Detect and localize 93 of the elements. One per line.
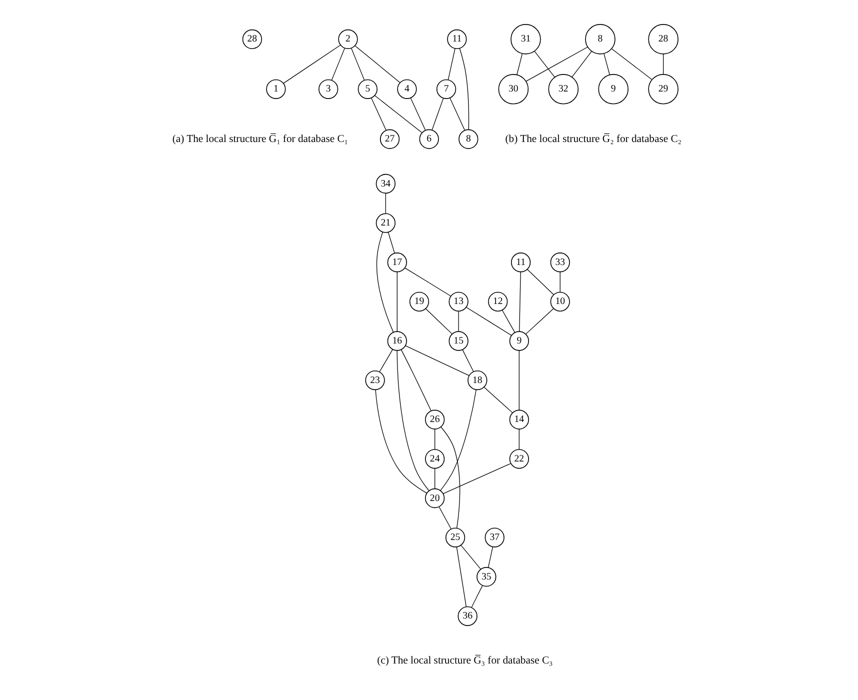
node-circle: 18 <box>467 370 487 390</box>
node-circle: 28 <box>242 29 262 50</box>
node-circle: 33 <box>550 252 570 272</box>
connector <box>483 387 512 414</box>
connector <box>384 192 386 214</box>
node-circle: 12 <box>488 292 508 312</box>
connector <box>396 350 429 492</box>
connector <box>438 506 451 530</box>
connector <box>571 50 592 78</box>
node-circle: 8 <box>584 24 615 54</box>
connector <box>559 272 560 292</box>
connector <box>282 44 340 84</box>
connector <box>378 349 392 372</box>
connector <box>526 269 554 295</box>
connector <box>487 546 493 568</box>
connector <box>396 272 397 332</box>
label: (a) The local structure G̅₁ for database C₁ <box>172 134 348 145</box>
connector <box>434 428 435 450</box>
connector <box>374 389 427 494</box>
connector <box>470 585 482 608</box>
node-circle: 32 <box>548 74 578 104</box>
node-circle: 16 <box>386 331 406 351</box>
node-circle: 14 <box>508 410 528 430</box>
node-circle: 28 <box>648 24 678 54</box>
node-circle: 9 <box>598 74 628 104</box>
node-circle: 3 <box>318 79 338 99</box>
connector <box>370 98 386 130</box>
node-circle: 5 <box>357 79 377 99</box>
connector <box>662 54 664 75</box>
connector <box>449 98 464 130</box>
connector <box>524 308 554 334</box>
connector <box>424 308 452 334</box>
connector <box>404 345 469 376</box>
node-circle: 8 <box>458 129 478 149</box>
node-circle: 29 <box>648 74 678 104</box>
connector <box>501 310 515 333</box>
connector <box>447 48 455 80</box>
connector <box>465 306 512 336</box>
connector <box>376 232 394 333</box>
connector <box>440 390 476 491</box>
node-circle: 9 <box>508 331 528 351</box>
label: (c) The local structure G̅₃ for database C₃ <box>376 656 552 667</box>
node-circle: 31 <box>510 24 540 54</box>
node-circle: 24 <box>424 449 444 469</box>
node-circle: 35 <box>476 567 496 587</box>
connector <box>400 349 431 411</box>
connector <box>611 48 652 80</box>
connector <box>442 463 511 494</box>
node-circle: 23 <box>364 370 384 390</box>
node-circle: 34 <box>375 174 396 194</box>
node-circle: 13 <box>448 292 468 312</box>
node-circle: 37 <box>484 528 504 548</box>
connector <box>516 53 522 76</box>
node-circle: 30 <box>498 74 528 104</box>
node-circle: 7 <box>436 79 456 99</box>
connector <box>354 45 400 83</box>
node-circle: 21 <box>375 213 396 233</box>
connector <box>534 50 555 78</box>
node-circle: 10 <box>550 292 570 312</box>
connector <box>330 48 344 81</box>
connector <box>440 426 460 528</box>
node-circle: 26 <box>424 410 444 430</box>
connector <box>518 272 520 332</box>
node-circle: 25 <box>444 528 465 548</box>
node-circle: 11 <box>510 252 530 272</box>
connector <box>458 48 469 130</box>
connector <box>410 98 426 130</box>
node-circle: 1 <box>266 79 286 99</box>
connector <box>456 546 466 608</box>
connector <box>374 95 422 133</box>
connector <box>525 46 588 82</box>
node-circle: 11 <box>446 29 466 50</box>
connector <box>404 268 450 296</box>
node-circle: 36 <box>457 606 477 626</box>
node-circle: 2 <box>338 29 358 50</box>
node-circle: 19 <box>408 292 429 312</box>
connector <box>603 53 610 76</box>
connector <box>350 48 364 81</box>
connector <box>518 428 519 450</box>
connector <box>431 98 444 130</box>
node-circle: 27 <box>379 129 400 149</box>
node-circle: 20 <box>424 488 444 508</box>
label: (b) The local structure G̅₂ for database C₂ <box>504 134 682 145</box>
node-circle: 6 <box>418 129 438 149</box>
connector <box>518 350 519 410</box>
connector <box>434 468 435 490</box>
node-circle: 4 <box>396 79 416 99</box>
node-circle: 22 <box>508 449 528 469</box>
connector <box>387 232 394 254</box>
node-circle: 17 <box>386 252 406 272</box>
connector <box>462 349 474 372</box>
connector <box>460 544 481 570</box>
node-circle: 15 <box>448 331 468 351</box>
